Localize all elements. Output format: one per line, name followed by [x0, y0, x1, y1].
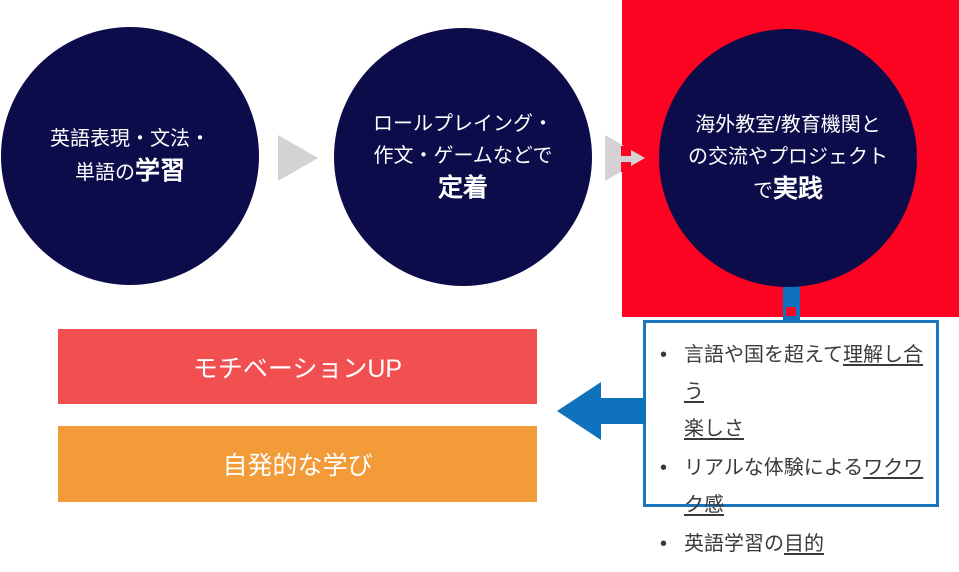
red-dash-decoration — [621, 162, 631, 172]
circle-1-keyword: 学習 — [134, 157, 185, 185]
bullet-text: 英語学習の目的 — [684, 526, 824, 563]
bullet-icon: • — [660, 533, 668, 555]
flow-circle-practice: 海外教室/教育機関と の交流やプロジェクト で実践 — [659, 29, 917, 287]
bullet-2-underlined: ワクワク感 — [684, 457, 924, 516]
bullet-2-pre: リアルな体験による — [684, 457, 864, 479]
list-item: • 英語学習の目的 — [660, 526, 928, 563]
bullet-3-underlined: 目的 — [784, 533, 824, 555]
outcome-bar-learning-label: 自発的な学び — [222, 452, 373, 480]
circle-2-keyword: 定着 — [437, 174, 488, 202]
flow-circle-retention: ロールプレイング・ 作文・ゲームなどで 定着 — [334, 28, 592, 286]
flow-circle-practice-text: 海外教室/教育機関と の交流やプロジェクト で実践 — [688, 109, 888, 207]
bullet-1-underlined: 理解し合う 楽しさ — [684, 344, 923, 440]
red-dash-decoration — [786, 307, 796, 316]
circle-3-text: 海外教室/教育機関と の交流やプロジェクト で — [688, 114, 888, 202]
bullet-1-pre: 言語や国を超えて — [684, 344, 843, 366]
arrow-right-icon — [278, 135, 318, 181]
bullet-3-pre: 英語学習の — [684, 533, 784, 555]
circle-1-text: 英語表現・文法・ 単語の — [50, 128, 210, 184]
red-dash-decoration — [621, 146, 631, 156]
arrow-left-stem — [600, 398, 646, 424]
list-item: • 言語や国を超えて理解し合う 楽しさ — [660, 337, 928, 448]
benefits-box: • 言語や国を超えて理解し合う 楽しさ • リアルな体験によるワクワク感 • 英… — [643, 320, 939, 555]
flow-circle-study: 英語表現・文法・ 単語の学習 — [1, 27, 259, 285]
list-item: • リアルな体験によるワクワク感 — [660, 450, 928, 524]
outcome-bar-learning: 自発的な学び — [58, 426, 537, 502]
flow-circle-study-text: 英語表現・文法・ 単語の学習 — [50, 123, 210, 189]
outcome-bar-motivation-label: モチベーションUP — [192, 354, 403, 383]
bullet-text: リアルな体験によるワクワク感 — [684, 450, 928, 524]
flow-circle-retention-text: ロールプレイング・ 作文・ゲームなどで 定着 — [373, 108, 553, 206]
circle-2-text: ロールプレイング・ 作文・ゲームなどで — [373, 113, 553, 167]
bullet-icon: • — [660, 344, 668, 366]
circle-3-keyword: 実践 — [772, 175, 823, 203]
outcome-bar-motivation: モチベーションUP — [58, 329, 537, 404]
arrow-left-icon — [557, 382, 601, 440]
arrow-right-icon — [605, 135, 645, 181]
bullet-text: 言語や国を超えて理解し合う 楽しさ — [684, 337, 928, 448]
bullet-icon: • — [660, 457, 668, 479]
